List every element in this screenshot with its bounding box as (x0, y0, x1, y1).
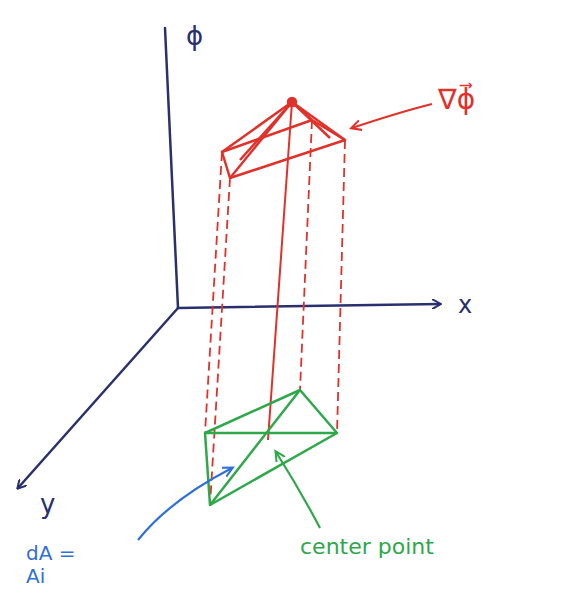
area-label: dA = Ai (26, 542, 88, 588)
leader-line (138, 468, 232, 540)
phi-axis (165, 28, 178, 308)
projection-line (300, 120, 312, 390)
callout-label: center point (300, 534, 434, 559)
area-element (205, 390, 337, 505)
y-axis (18, 308, 178, 488)
leader-line (352, 104, 432, 128)
center-line (268, 102, 292, 440)
axis-label: ϕ (186, 22, 203, 52)
projection-line (337, 140, 345, 433)
leader-line (276, 452, 320, 528)
axis-label: x (458, 292, 472, 320)
axis-label: y (40, 490, 55, 520)
surface-patch (222, 98, 345, 178)
gradient-label: ∇ϕ⃗ (438, 84, 475, 116)
x-axis (178, 304, 440, 308)
projection-line (205, 152, 222, 433)
projection-line (210, 178, 230, 505)
